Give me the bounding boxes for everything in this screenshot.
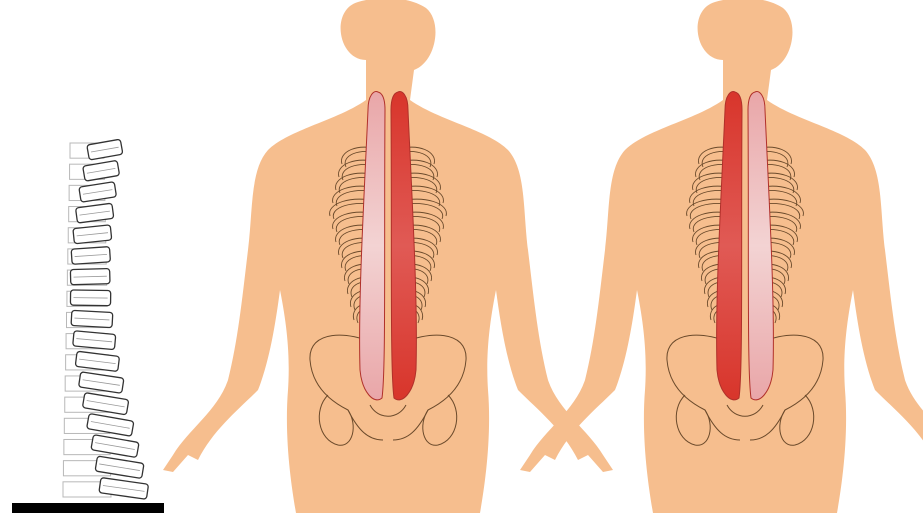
vertebra (73, 225, 112, 244)
vertebra (79, 372, 124, 393)
vertebra (73, 331, 116, 350)
vertebra (83, 160, 120, 181)
vertebra (87, 139, 123, 160)
vertebra (91, 435, 139, 458)
vertebra (95, 456, 144, 479)
vertebra (79, 182, 117, 203)
vertebra (70, 269, 110, 285)
vertebra (87, 413, 134, 436)
vertebra (71, 310, 113, 327)
spine-base-bar (12, 503, 164, 513)
vertebra (82, 393, 128, 415)
vertebra (75, 351, 119, 371)
vertebra (99, 478, 149, 500)
vertebra (70, 290, 110, 306)
scoliotic-spine-column (63, 139, 149, 499)
vertebra (71, 247, 110, 265)
